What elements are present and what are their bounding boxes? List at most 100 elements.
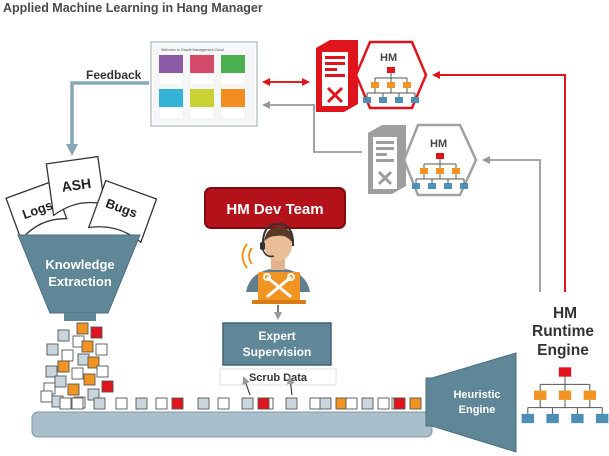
conveyor-square [257,397,270,410]
data-square [71,367,84,380]
runtime-label-line2: Runtime [532,323,594,340]
server-gray-icon [368,125,406,194]
hierarchy-root [558,367,572,377]
scrub-arrows [242,376,295,396]
hierarchy-node [420,168,428,174]
data-square [45,365,58,378]
hierarchy-node [371,82,379,88]
conveyor-square [135,397,148,410]
server-red-icon [316,40,358,112]
feedback-label: Feedback [86,68,142,82]
data-square [90,326,103,339]
hierarchy-leaf [428,183,436,189]
expert-supervision-box [222,322,332,366]
hierarchy-leaf [444,183,452,189]
data-square [76,322,89,335]
dashboard-tile-caption [158,107,184,120]
feedback-arrow [66,81,149,156]
dashboard-tile-caption [189,107,215,120]
dashboard-tile [221,89,245,107]
hierarchy-root [387,67,395,73]
heuristic-label-line1: Heuristic [453,389,500,401]
hierarchy-leaf [571,413,584,424]
hierarchy-red-icon [363,67,419,103]
dashboard-tile-caption [220,107,246,120]
hierarchy-node [403,82,411,88]
doc-ash: ASH [45,155,106,217]
hierarchy-node [534,390,547,400]
dashboard-tile-caption [189,73,215,86]
runtime-label-line3: Engine [537,342,589,359]
knowledge-extraction-funnel [17,234,141,321]
knowledge-label-line2: Extraction [48,274,112,289]
conveyor-square [59,397,72,410]
conveyor-square [285,397,298,410]
dashboard-header: Welcome to Oracle Management Cloud [161,48,224,52]
hierarchy-node [436,168,444,174]
conveyor-square [409,397,422,410]
laptop-tools [252,272,306,304]
dashboard-tile-caption [158,73,184,86]
dashboard-tile [190,89,214,107]
data-square [61,349,74,362]
dashboard-tile [159,89,183,107]
conveyor-square [71,397,84,410]
hierarchy-leaf [460,183,468,189]
conveyor-square [319,397,332,410]
doc-ash-label: ASH [61,175,93,195]
hm-red-label: HM [380,52,397,64]
conveyor-square [393,397,406,410]
conveyor-square [345,397,358,410]
data-square [87,388,100,401]
hierarchy-node [387,82,395,88]
hierarchy-leaf [546,413,559,424]
hm-gray-hexagon [402,123,478,197]
hierarchy-runtime-icon [521,367,609,424]
hierarchy-leaf [596,413,609,424]
hierarchy-leaf [395,97,403,103]
heuristic-engine-funnel [425,352,517,453]
conveyor-square [335,397,348,410]
wrench-screwdriver-icon [263,273,295,298]
data-square [96,365,109,378]
conveyor-square [171,397,184,410]
hm-gray-label: HM [430,138,447,150]
data-square [40,390,53,403]
knowledge-label-line1: Knowledge [45,257,114,272]
conveyor-square [197,397,210,410]
data-square [67,383,80,396]
dashboard-tile [221,55,245,73]
conveyor-square [309,397,322,410]
conveyor-squares [59,397,422,410]
dashboard-tile [190,55,214,73]
conveyor-square [241,397,254,410]
data-square [83,373,96,386]
doc-bugs: Bugs [87,179,158,244]
heuristic-label-line2: Engine [459,404,496,416]
hierarchy-leaf [363,97,371,103]
conveyor-square [93,397,106,410]
data-square [57,329,70,342]
falling-data-squares [40,322,114,409]
page-title: Applied Machine Learning in Hang Manager [3,1,263,15]
expert-label-line2: Supervision [243,345,312,359]
dashboard-tile-caption [220,73,246,86]
hierarchy-leaf [379,97,387,103]
connectors [262,71,566,292]
hierarchy-root [436,153,444,159]
scrub-data-label: Scrub Data [249,372,308,384]
conveyor-belt [31,397,433,438]
hierarchy-leaf [521,413,534,424]
conveyor-square [155,397,168,410]
hierarchy-leaf [412,183,420,189]
data-square [57,360,70,373]
conveyor-square [217,397,230,410]
hierarchy-gray-icon [412,153,468,189]
hm-dev-team-label: HM Dev Team [226,201,323,218]
dashboard-tile [159,55,183,73]
dashboard-screenshot: Welcome to Oracle Management Cloud [150,41,258,127]
expert-label-line1: Expert [258,329,295,343]
runtime-label-line1: HM [553,305,577,322]
data-square [54,375,67,388]
